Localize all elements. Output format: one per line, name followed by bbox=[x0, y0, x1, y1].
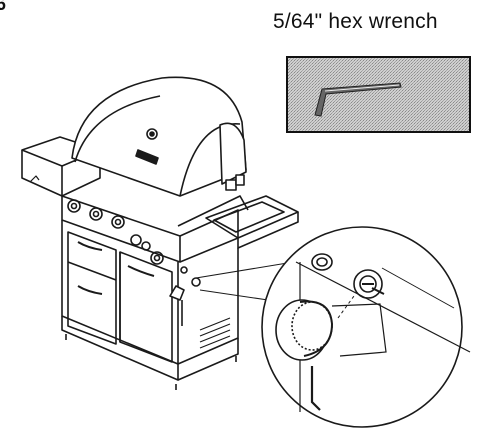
tool-caption: 5/64" hex wrench bbox=[273, 10, 438, 33]
hex-wrench-icon bbox=[286, 56, 471, 133]
control-knob-detail bbox=[261, 226, 471, 428]
step-number: 6 bbox=[0, 0, 7, 14]
grill-illustration bbox=[21, 76, 331, 390]
